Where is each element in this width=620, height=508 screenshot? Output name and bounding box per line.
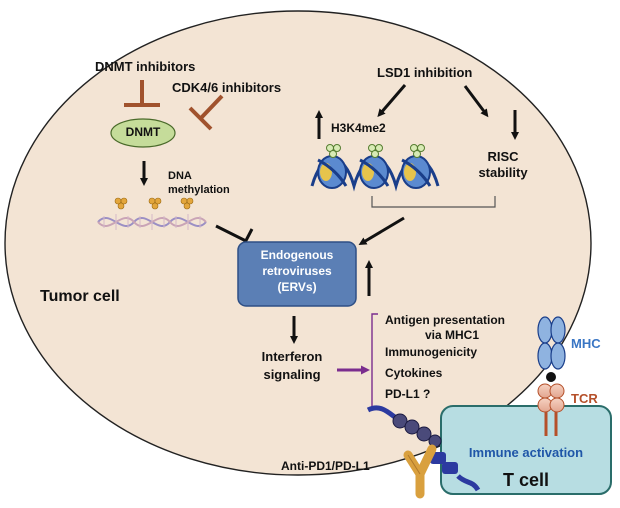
dnmt-inhibitors-label: DNMT inhibitors (95, 59, 196, 74)
risc-label-line2: stability (478, 165, 528, 180)
tumor-cell-label: Tumor cell (40, 288, 120, 305)
erv-box (237, 241, 357, 307)
arrow-lsd1-risc (463, 85, 489, 118)
tcell-box (440, 405, 612, 495)
interferon-label-line1: Interferon (261, 349, 323, 364)
tcell-label: T cell (502, 470, 550, 490)
outcome-via-mhc1: via MHC1 (425, 328, 480, 342)
mhc-label: MHC (571, 336, 601, 351)
erv-label-line3: (ERVs) (277, 280, 317, 294)
erv-label-line2: retroviruses (262, 264, 332, 278)
tcr-icon (537, 383, 565, 436)
risc-label-line1: RISC (487, 149, 519, 164)
bracket-line (371, 196, 496, 208)
h3k4me2-label: H3K4me2 (331, 121, 386, 135)
dna-methylation-label-line2: methylation (168, 184, 230, 196)
antibody-icon (403, 444, 437, 499)
anti-pd1-pdl1-label: Anti-PD1/PD-L1 (281, 459, 370, 473)
outcome-antigen-presentation: Antigen presentation (385, 313, 506, 327)
arrow-lsd1-histone (377, 84, 407, 118)
outcome-pdl1: PD-L1 ? (385, 387, 431, 401)
cdk-inhibitor-bar (188, 94, 224, 131)
immune-activation-label: Immune activation (468, 445, 584, 460)
cdk-inhibitors-label: CDK4/6 inhibitors (172, 80, 282, 95)
outcome-cytokines: Cytokines (385, 366, 443, 380)
mhc-icon (537, 316, 566, 382)
dna-methylation-label-line1: DNA (168, 170, 192, 182)
methyl-group-icon (114, 197, 194, 210)
arrow-to-erv-diagonal (358, 216, 405, 246)
interferon-label-line2: signaling (263, 367, 321, 382)
nucleosome-icon (310, 144, 440, 192)
dnmt-label: DNMT (125, 125, 161, 139)
dnmt-node (110, 118, 176, 148)
lsd1-inhibition-label: LSD1 inhibition (377, 65, 473, 80)
dnmt-inhibitor-bar (124, 80, 160, 107)
tcr-label: TCR (571, 391, 598, 406)
dna-helix-icon (97, 197, 207, 230)
pd1-chain-icon (366, 405, 442, 448)
erv-label-line1: Endogenous (260, 248, 334, 262)
outcome-immunogenicity: Immunogenicity (385, 345, 478, 359)
